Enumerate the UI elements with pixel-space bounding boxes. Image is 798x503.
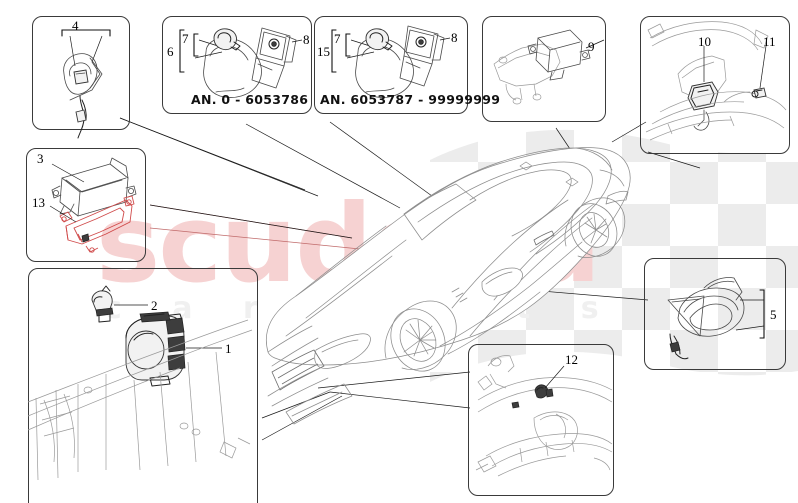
callout-2: 2 [151,298,158,313]
applicability-note-left: AN. 0 - 6053786 [191,92,309,107]
callout-12: 12 [565,352,578,367]
panel-front-radar-sensor [28,268,258,503]
panel-mirror-sensor-early [162,16,312,114]
callout-7-right: 7 [334,31,341,46]
callout-8-right: 8 [451,30,458,45]
callout-13: 13 [32,195,45,210]
panel-windshield-camera [640,16,790,154]
panel-front-bumper-sensor [468,344,614,496]
panel-control-unit-bracket [26,148,146,262]
callout-6: 6 [167,44,174,59]
callout-10: 10 [698,34,711,49]
panel-control-module-bracket [482,16,606,122]
callout-5: 5 [770,307,777,322]
callout-8-left: 8 [303,32,310,47]
callout-4: 4 [72,18,79,33]
panel-side-mirror-assembly [644,258,786,370]
applicability-note-right: AN. 6053787 - 99999999 [320,92,501,107]
callout-15: 15 [317,44,330,59]
callout-1: 1 [225,341,232,356]
callout-11: 11 [763,34,776,49]
callout-9: 9 [588,39,595,54]
callout-7-left: 7 [182,31,189,46]
callout-3: 3 [37,151,44,166]
panel-mirror-sensor-late [314,16,468,114]
